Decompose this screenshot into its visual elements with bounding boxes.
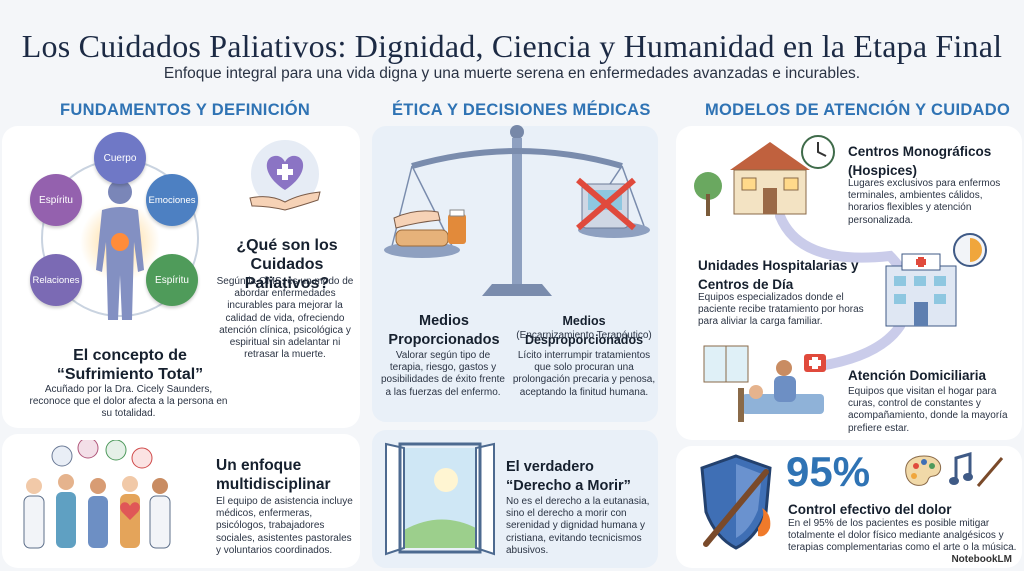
hospital-icon: [885, 233, 987, 327]
units-body: Equipos especializados donde el paciente…: [698, 292, 864, 328]
brand-logo: NotebookLM: [951, 554, 1012, 565]
column-title-middle: ÉTICA Y DECISIONES MÉDICAS: [392, 101, 651, 119]
hospice-body: Lugares exclusivos para enfermos termina…: [848, 178, 1001, 226]
circle-espiritu-bottom: Espíritu: [146, 254, 198, 306]
circle-cuerpo: Cuerpo: [94, 132, 146, 184]
medical-team-icon: [23, 440, 171, 549]
what-title: ¿Qué son los Cuidados Paliativos?: [236, 237, 338, 292]
disprop-body: Lícito interrumpir tratamientos que solo…: [512, 350, 656, 398]
palette-icon: [905, 455, 942, 486]
stat-body: En el 95% de los pacientes es posible mi…: [788, 518, 1017, 554]
concept-body: Acuñado por la Dra. Cicely Saunders, rec…: [29, 384, 228, 420]
balance-scale-icon: [384, 125, 650, 296]
home-care-icon: [703, 345, 826, 422]
units-title: Unidades Hospitalarias y Centros de Día: [698, 258, 859, 292]
multi-title: Un enfoque multidisciplinar: [216, 457, 331, 493]
stat-title: Control efectivo del dolor: [788, 502, 952, 517]
home-title: Atención Domiciliaria: [848, 368, 987, 383]
stat-value: 95%: [786, 448, 871, 495]
heart-hand-icon: [249, 140, 321, 211]
human-body-icon: [41, 159, 199, 320]
hospice-title: Centros Monográficos (Hospices): [848, 144, 992, 178]
column-title-left: FUNDAMENTOS Y DEFINICIÓN: [60, 101, 311, 119]
prop-body: Valorar según tipo de terapia, riesgo, g…: [381, 350, 505, 398]
page-subtitle: Enfoque integral para una vida digna y u…: [163, 65, 861, 82]
music-note-icon: [949, 452, 1004, 487]
what-body: Según la OMS, es un modo de abordar enfe…: [216, 276, 354, 361]
disprop-subtitle: (Encarnizamiento Terapéutico): [516, 330, 652, 341]
page-title: Los Cuidados Paliativos: Dignidad, Cienc…: [21, 28, 1003, 64]
circle-emociones: Emociones: [146, 174, 198, 226]
home-body: Equipos que visitan el hogar para curas,…: [848, 386, 1008, 434]
concept-title: El concepto de “Sufrimiento Total”: [56, 347, 204, 383]
window-icon: [385, 442, 495, 556]
right-to-die-title: El verdadero “Derecho a Morir”: [506, 459, 631, 494]
right-to-die-body: No es el derecho a la eutanasia, sino el…: [506, 496, 650, 556]
circle-espiritu-top: Espíritu: [30, 174, 82, 226]
house-icon: [694, 135, 835, 216]
prop-title: Medios Proporcionados: [388, 313, 500, 348]
column-title-right: MODELOS DE ATENCIÓN Y CUIDADO: [705, 101, 1011, 119]
shield-icon: [700, 454, 772, 550]
disprop-title: Medios Desproporcionados: [524, 314, 644, 347]
multi-body: El equipo de asistencia incluye médicos,…: [216, 496, 353, 556]
circle-relaciones: Relaciones: [30, 254, 82, 306]
